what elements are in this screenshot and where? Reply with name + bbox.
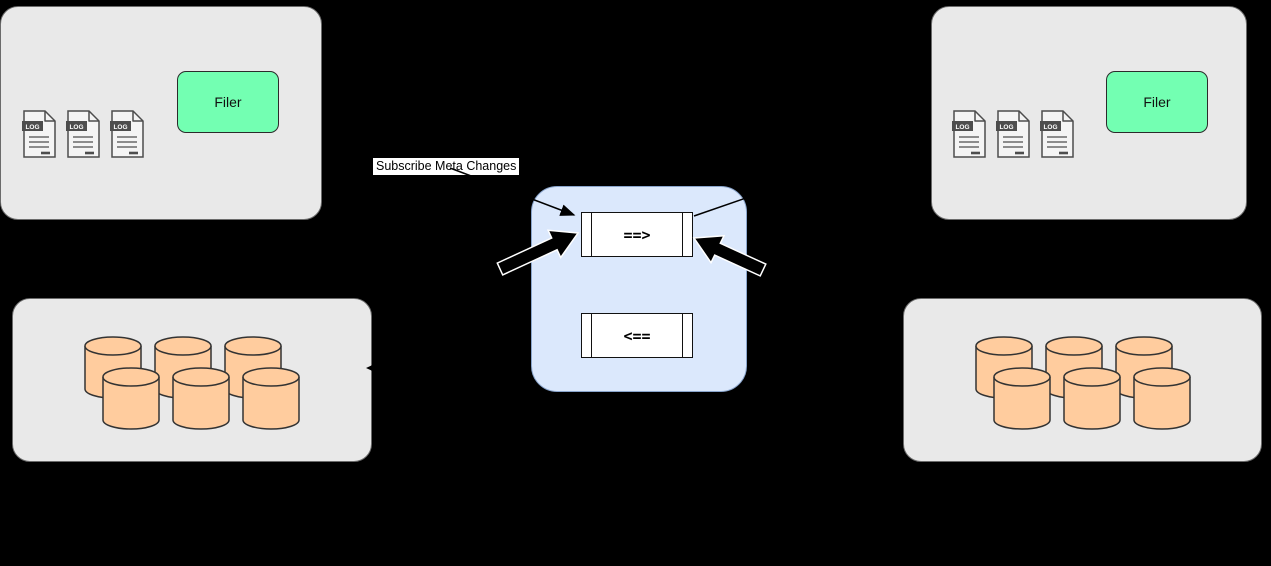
log-file-icon: LOG bbox=[65, 109, 101, 159]
left-filer-node: Filer bbox=[177, 71, 279, 133]
queue-end-divider bbox=[591, 212, 592, 257]
volume-link-line bbox=[378, 367, 456, 372]
right-filer-node: Filer bbox=[1106, 71, 1208, 133]
right-filer-label: Filer bbox=[1143, 94, 1171, 110]
database-cylinder-icon bbox=[1063, 367, 1121, 430]
svg-text:LOG: LOG bbox=[69, 124, 83, 131]
forward-queue-label: ==> bbox=[623, 225, 651, 244]
backward-queue-label: <== bbox=[623, 326, 651, 345]
left-log-files: LOG LOG LOG bbox=[21, 109, 145, 159]
right-log-files: LOG LOG LOG bbox=[951, 109, 1075, 159]
message-queue-panel: ==> <== bbox=[531, 186, 747, 392]
svg-text:LOG: LOG bbox=[113, 124, 127, 131]
log-file-icon: LOG bbox=[951, 109, 987, 159]
database-cylinder-icon bbox=[993, 367, 1051, 430]
svg-text:LOG: LOG bbox=[999, 124, 1013, 131]
right-filer-cluster-box: LOG LOG LOG Filer bbox=[931, 6, 1247, 220]
log-file-icon: LOG bbox=[21, 109, 57, 159]
right-volume-servers-box bbox=[903, 298, 1262, 462]
subscribe-meta-changes-label: Subscribe Meta Changes bbox=[373, 158, 520, 175]
backward-queue: <== bbox=[581, 313, 693, 358]
forward-queue: ==> bbox=[581, 212, 693, 257]
left-volume-cylinders bbox=[84, 336, 300, 430]
database-cylinder-icon bbox=[242, 367, 300, 430]
left-filer-label: Filer bbox=[214, 94, 242, 110]
log-file-icon: LOG bbox=[109, 109, 145, 159]
svg-text:LOG: LOG bbox=[1043, 124, 1057, 131]
database-cylinder-icon bbox=[1133, 367, 1191, 430]
svg-text:LOG: LOG bbox=[25, 124, 39, 131]
database-cylinder-icon bbox=[172, 367, 230, 430]
queue-end-divider bbox=[682, 212, 683, 257]
left-filer-cluster-box: LOG LOG LOG Filer bbox=[0, 6, 322, 220]
queue-end-divider bbox=[591, 313, 592, 358]
right-volume-cylinders bbox=[975, 336, 1191, 430]
left-volume-servers-box bbox=[12, 298, 372, 462]
log-file-icon: LOG bbox=[1039, 109, 1075, 159]
svg-text:LOG: LOG bbox=[955, 124, 969, 131]
log-file-icon: LOG bbox=[995, 109, 1031, 159]
database-cylinder-icon bbox=[102, 367, 160, 430]
queue-end-divider bbox=[682, 313, 683, 358]
